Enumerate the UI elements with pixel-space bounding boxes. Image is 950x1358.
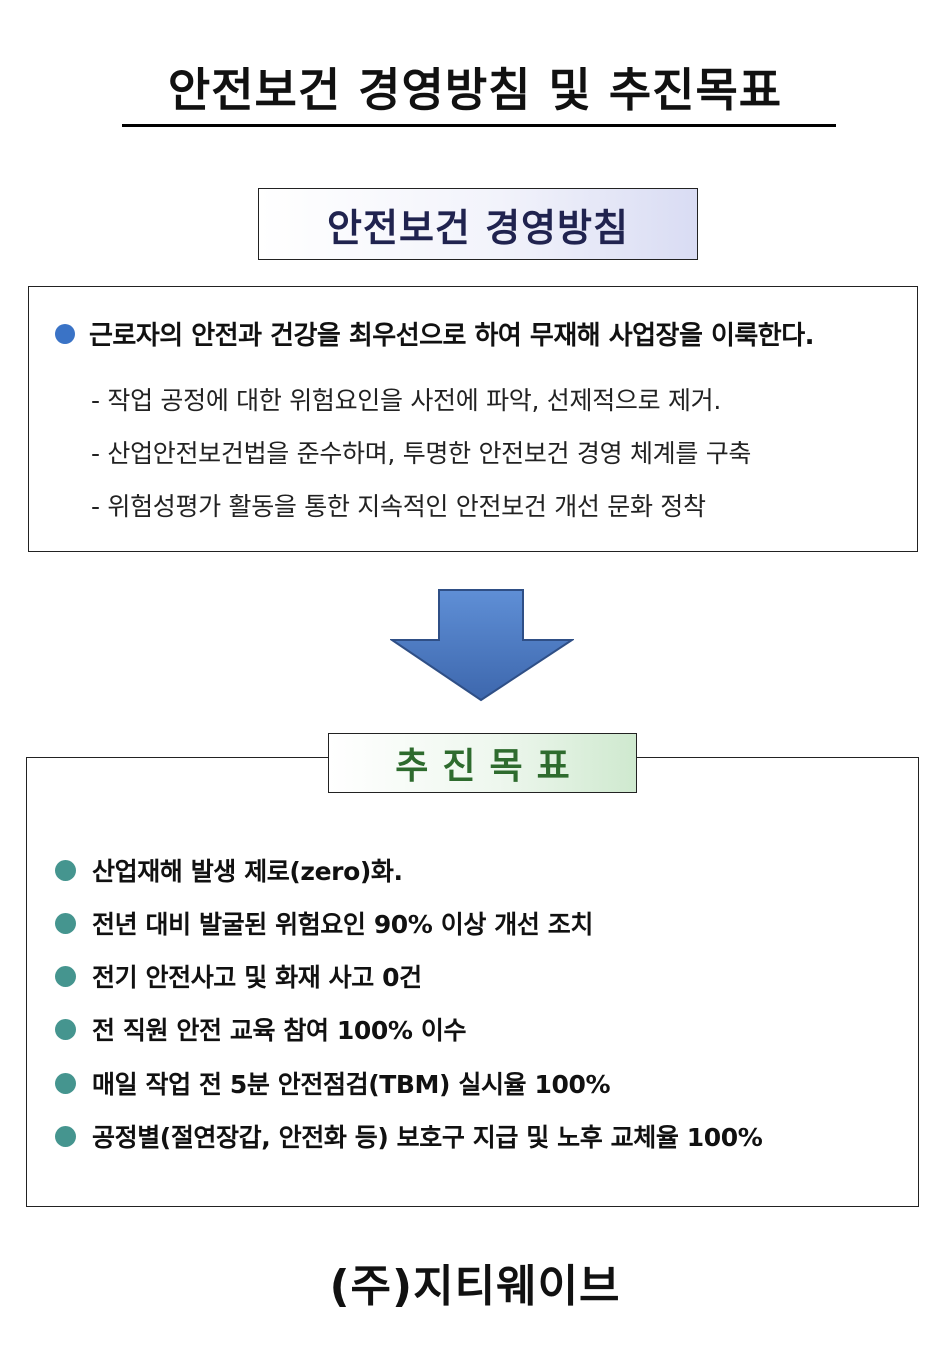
title-underline [122,124,836,127]
goal-item: 매일 작업 전 5분 안전점검(TBM) 실시율 100% [55,1065,610,1101]
policy-detail-2: - 산업안전보건법을 준수하며, 투명한 안전보건 경영 체계를 구축 [91,439,752,468]
bullet-dot-icon [55,965,76,987]
goal-item: 산업재해 발생 제로(zero)화. [55,852,403,888]
goal-item: 공정별(절연장갑, 안전화 등) 보호구 지급 및 노후 교체율 100% [55,1118,763,1154]
bullet-dot-icon [55,912,76,934]
page-title: 안전보건 경영방침 및 추진목표 [167,63,783,117]
bullet-dot-icon [55,859,76,881]
goals-label: 추진목표 [328,733,637,793]
policy-box: 근로자의 안전과 건강을 최우선으로 하여 무재해 사업장을 이룩한다. - 작… [28,286,918,552]
bullet-dot-icon [55,1018,76,1040]
goal-item: 전년 대비 발굴된 위험요인 90% 이상 개선 조치 [55,905,593,941]
bullet-dot-icon [55,1125,76,1147]
policy-main-statement: 근로자의 안전과 건강을 최우선으로 하여 무재해 사업장을 이룩한다. [55,315,815,352]
goal-text: 산업재해 발생 제로(zero)화. [92,857,403,886]
goal-item: 전 직원 안전 교육 참여 100% 이수 [55,1011,466,1047]
down-arrow-icon [390,589,574,702]
policy-main-text: 근로자의 안전과 건강을 최우선으로 하여 무재해 사업장을 이룩한다. [89,321,815,351]
goal-text: 공정별(절연장갑, 안전화 등) 보호구 지급 및 노후 교체율 100% [92,1123,763,1152]
policy-detail-3: - 위험성평가 활동을 통한 지속적인 안전보건 개선 문화 정착 [91,492,706,521]
goal-text: 전년 대비 발굴된 위험요인 90% 이상 개선 조치 [92,910,593,939]
bullet-dot-icon [55,1072,76,1094]
policy-label: 안전보건 경영방침 [258,188,698,260]
goal-text: 전 직원 안전 교육 참여 100% 이수 [92,1016,467,1045]
goal-item: 전기 안전사고 및 화재 사고 0건 [55,958,422,994]
policy-detail-1: - 작업 공정에 대한 위험요인을 사전에 파악, 선제적으로 제거. [91,386,721,415]
goal-text: 전기 안전사고 및 화재 사고 0건 [92,963,422,992]
company-name: (주)지티웨이브 [329,1261,621,1312]
bullet-dot-icon [55,323,75,344]
goals-box: 산업재해 발생 제로(zero)화. 전년 대비 발굴된 위험요인 90% 이상… [26,757,919,1207]
goal-text: 매일 작업 전 5분 안전점검(TBM) 실시율 100% [92,1070,611,1099]
